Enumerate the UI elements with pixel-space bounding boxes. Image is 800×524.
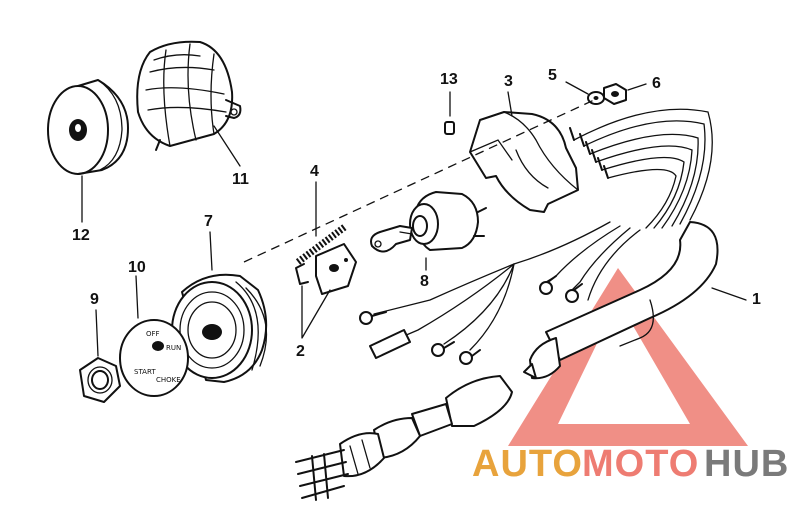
part-13-pin	[444, 121, 455, 135]
part-6-nut	[603, 83, 627, 105]
callout-13: 13	[440, 71, 458, 88]
decal-label-choke: CHOKE	[156, 376, 181, 384]
part-7-switch-body	[171, 273, 268, 383]
part-11-cage	[136, 40, 242, 151]
harness-terminals	[359, 275, 583, 365]
callout-5: 5	[548, 67, 557, 84]
leader-6	[627, 83, 647, 91]
callout-11: 11	[232, 171, 249, 188]
callout-9: 9	[90, 291, 99, 308]
part-2-contact	[295, 243, 357, 295]
callout-7: 7	[204, 213, 213, 230]
decal-label-start: START	[134, 368, 156, 376]
callout-6: 6	[652, 75, 661, 92]
leader-2	[301, 285, 331, 339]
decal-label-off: OFF	[146, 330, 160, 338]
callout-10: 10	[128, 259, 146, 276]
assembly-axis-line	[243, 99, 595, 263]
leader-9	[95, 309, 99, 357]
part-10-decal: OFF RUN START CHOKE	[119, 319, 189, 397]
callout-2: 2	[296, 343, 305, 360]
watermark-text: AUTO MOTO HUB	[472, 443, 789, 485]
leader-11	[213, 125, 241, 167]
callout-1: 1	[752, 291, 761, 308]
part-1-wiring-harness	[295, 108, 719, 501]
part-8-ignition-switch	[370, 191, 487, 253]
part-9-hex-nut	[79, 357, 121, 403]
part-4-spring	[295, 223, 349, 265]
leader-5	[565, 81, 589, 95]
watermark-moto: MOTO	[582, 443, 699, 485]
decal-label-run: RUN	[166, 344, 181, 352]
watermark-auto: AUTO	[472, 443, 583, 485]
leader-7	[209, 231, 213, 271]
watermark-triangle	[508, 268, 748, 446]
callout-labels: 1 2 3 4 5 6 7 8 9 10 11 12 13	[72, 67, 761, 360]
leader-1	[711, 287, 747, 301]
callout-4: 4	[310, 163, 319, 180]
callout-8: 8	[420, 273, 429, 290]
part-12-boot	[47, 79, 129, 175]
watermark-hub: HUB	[704, 443, 789, 485]
callout-12: 12	[72, 227, 90, 244]
callout-3: 3	[504, 73, 513, 90]
leader-3	[507, 91, 513, 117]
leader-10	[135, 275, 139, 319]
part-3-bracket	[469, 111, 579, 213]
